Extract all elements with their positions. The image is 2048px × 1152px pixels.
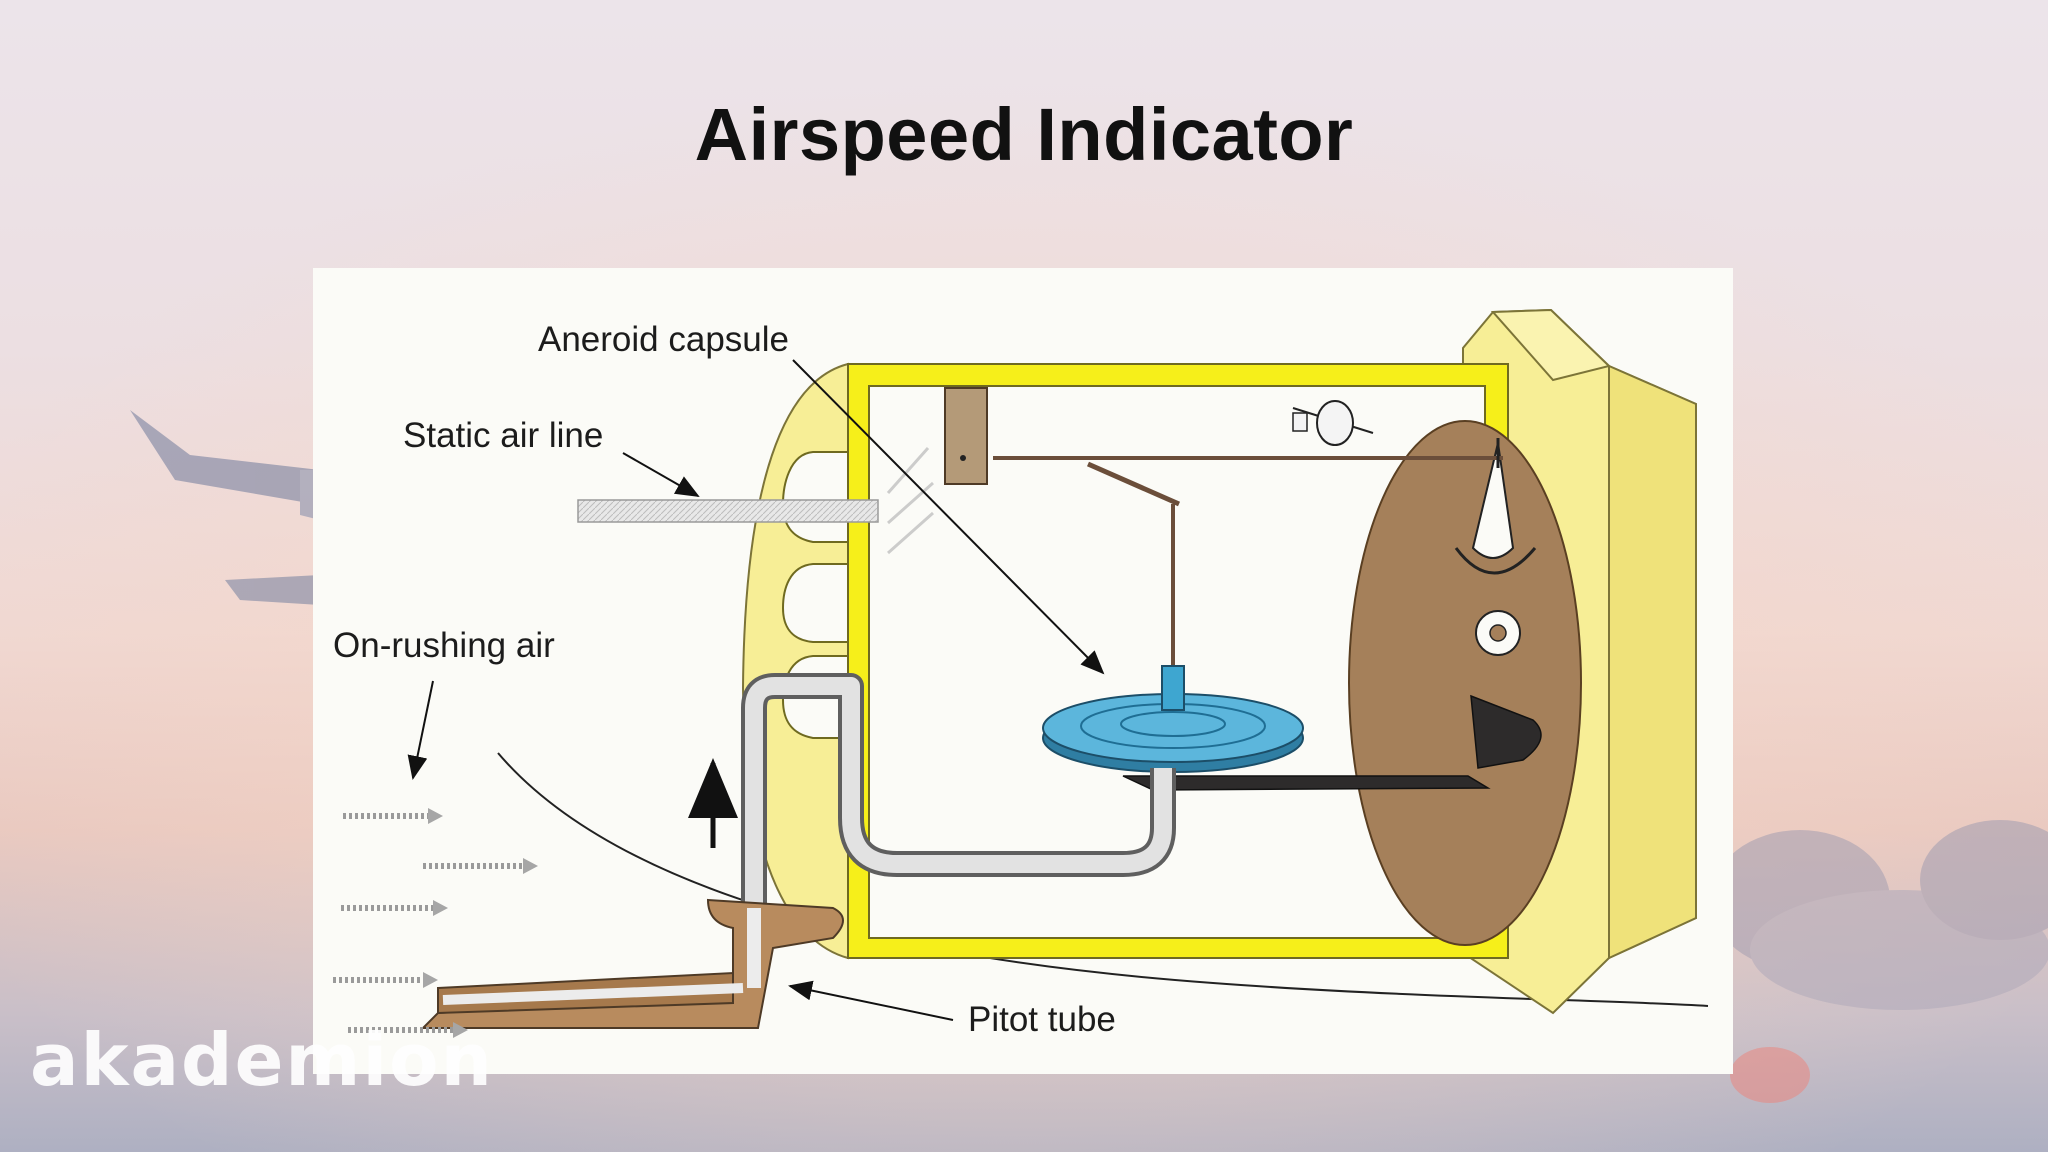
cloud-silhouettes — [1710, 820, 2048, 1010]
logo-blur — [1730, 1047, 1810, 1103]
dial-face — [1348, 420, 1582, 946]
onrushing-air-pointer — [407, 680, 434, 780]
aneroid-capsule-pointer — [792, 359, 1105, 675]
aircraft-skin-line — [497, 752, 1709, 1007]
static-air-line-pointer — [622, 452, 700, 497]
watermark-logo: akademion — [30, 1018, 494, 1102]
onrushing-air-arrows — [333, 813, 523, 1033]
mount-bracket — [944, 387, 988, 485]
gear-mechanism — [1454, 442, 1537, 656]
lower-arm — [1122, 775, 1491, 791]
aneroid-capsule — [1042, 665, 1304, 773]
rocker-arm — [1086, 461, 1181, 507]
label-aneroid-capsule: Aneroid capsule — [538, 320, 789, 359]
pitot-tube — [420, 898, 844, 1029]
vent-arrows — [886, 447, 934, 555]
label-on-rushing-air: On-rushing air — [333, 626, 555, 665]
static-air-line-tube — [577, 499, 879, 523]
pitot-tube-pointer — [788, 980, 954, 1021]
label-pitot-tube: Pitot tube — [968, 1000, 1116, 1039]
airspeed-indicator-diagram — [333, 308, 1709, 1038]
pointer-hub — [1470, 694, 1542, 769]
label-static-air-line: Static air line — [403, 416, 604, 455]
hairspring-pulley — [1292, 400, 1374, 446]
airplane-wing-silhouette — [130, 410, 320, 605]
slide-title: Airspeed Indicator — [694, 93, 1354, 176]
diagram-panel: Aneroid capsule Static air line On-rushi… — [313, 268, 1733, 1074]
